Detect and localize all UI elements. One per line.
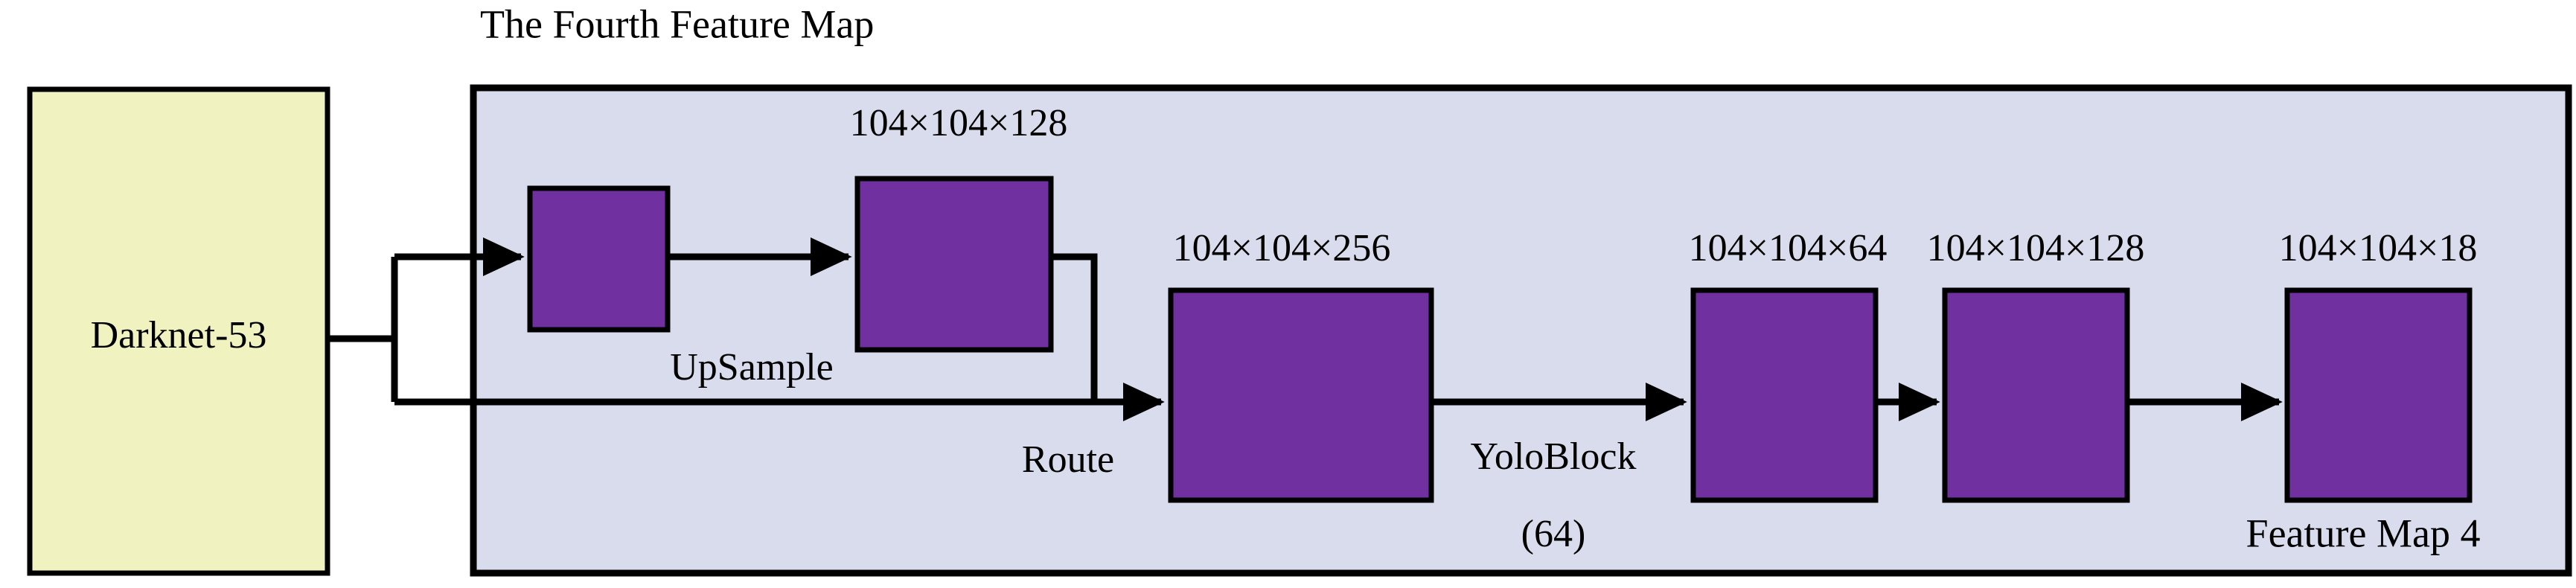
dim-label-detect-out: 104×104×18 [2279, 227, 2478, 269]
page-title: The Fourth Feature Map [480, 1, 874, 46]
feature-map-panel [470, 84, 2572, 577]
wire-concat-down [1051, 253, 1098, 402]
block-upsample-src [527, 185, 671, 333]
op-label-upsample: UpSample [670, 346, 834, 389]
block-yolo-out [1690, 287, 1879, 503]
block-detect-out [2284, 287, 2473, 503]
dim-label-yolo-out: 104×104×64 [1689, 227, 1888, 269]
dim-label-upsample-out: 104×104×128 [850, 102, 1068, 144]
darknet53-box [27, 86, 330, 576]
op-label-route: Route [1022, 438, 1114, 481]
block-route-out [1168, 287, 1434, 503]
block-conv-out [1942, 287, 2130, 503]
block-upsample-out [854, 176, 1054, 353]
dim-label-route-out: 104×104×256 [1173, 227, 1391, 269]
op-label-yoloblock: YoloBlock [1470, 435, 1636, 478]
op-label-feature-map-4: Feature Map 4 [2246, 511, 2481, 555]
op-label-yoloblock-arg: (64) [1521, 513, 1586, 555]
darknet53-label: Darknet-53 [91, 314, 267, 357]
dim-label-conv-out: 104×104×128 [1927, 227, 2145, 269]
